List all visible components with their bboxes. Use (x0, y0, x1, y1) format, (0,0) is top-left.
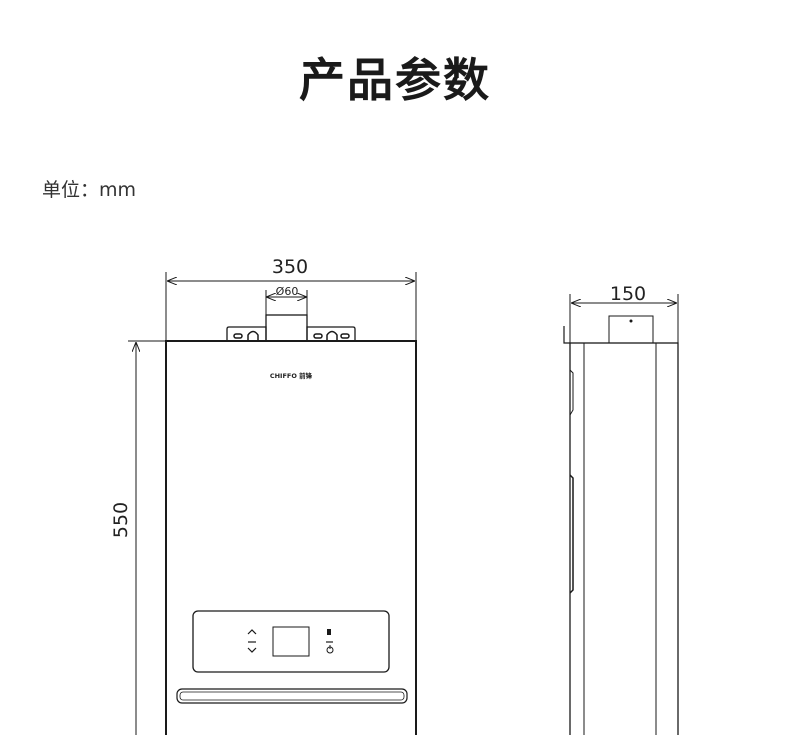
mode-icon (327, 629, 331, 635)
air-vent (176, 688, 408, 704)
bracket-left (226, 326, 267, 341)
down-icon (247, 647, 257, 653)
heater-body (165, 340, 417, 735)
page-title: 产品参数 (299, 53, 491, 107)
side-view: 150 (563, 283, 679, 735)
depth-label: 150 (610, 283, 646, 305)
front-view: 350 Ø60 550 CHIFFO 前锋 (110, 256, 417, 735)
control-panel (192, 610, 390, 673)
width-label: 350 (272, 256, 308, 278)
wall-bracket (563, 326, 570, 344)
flue-pipe (265, 314, 308, 342)
up-icon (247, 629, 257, 635)
unit-label: 单位：mm (42, 179, 137, 201)
brand-logo: CHIFFO 前锋 (270, 371, 313, 380)
flue-label: Ø60 (276, 285, 299, 298)
display-screen (272, 626, 310, 657)
side-body (569, 342, 679, 735)
bracket-right (306, 326, 356, 341)
height-label: 550 (110, 502, 132, 538)
